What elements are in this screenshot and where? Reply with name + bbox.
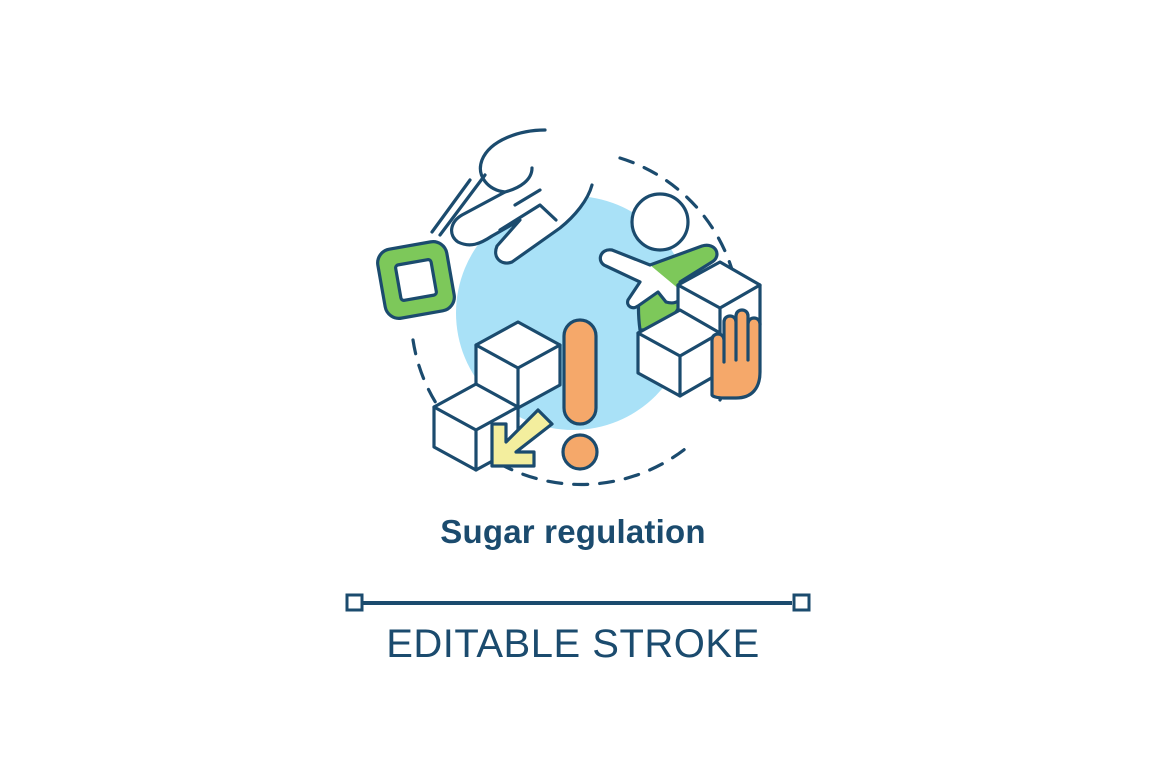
down-arrow-icon	[490, 408, 554, 468]
hand-with-sugar-cube-tongs-icon	[376, 128, 594, 320]
exclamation-icon	[561, 318, 599, 471]
stop-hand-icon	[710, 308, 762, 400]
title: Sugar regulation	[440, 513, 706, 550]
dashed-orbit-left	[411, 338, 692, 487]
subtitle: EDITABLE STROKE	[386, 622, 760, 666]
